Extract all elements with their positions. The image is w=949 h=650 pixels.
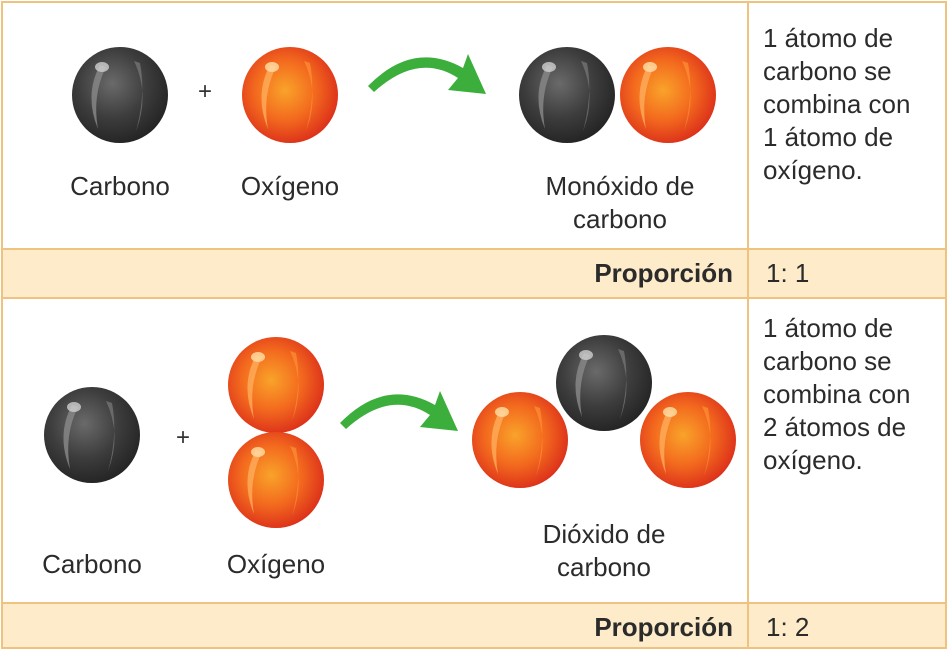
product-label: Dióxido de carbono [542, 519, 666, 582]
reaction-arrow [368, 54, 486, 94]
reactant-label-oxygen: Oxígeno [226, 549, 326, 579]
plus-sign: + [176, 424, 191, 451]
product-oxygen-atom [472, 392, 568, 488]
reactant-label-oxygen: Oxígeno [240, 171, 340, 201]
reaction-arrow [340, 391, 458, 431]
product-carbon-atom [519, 47, 615, 143]
row-divider [1, 602, 947, 604]
carbon-atom [44, 387, 140, 483]
oxygen-atom [228, 432, 324, 528]
reaction-description: 1 átomo de carbono se combina con 2 átom… [763, 313, 911, 475]
column-divider [747, 1, 749, 649]
carbon-atom [72, 47, 168, 143]
ratio-label: Proporción [594, 258, 733, 288]
product-oxygen-atom [640, 392, 736, 488]
row-divider [1, 248, 947, 250]
row-divider [1, 297, 947, 299]
ratio-band-1 [3, 250, 945, 297]
ratio-value: 1: 2 [766, 612, 810, 642]
ratio-value: 1: 1 [766, 258, 810, 288]
reactant-label-carbon: Carbono [70, 171, 170, 201]
reactant-label-carbon: Carbono [42, 549, 142, 579]
product-carbon-atom [556, 335, 652, 431]
reaction-description: 1 átomo de carbono se combina con 1 átom… [763, 23, 911, 185]
product-oxygen-atom [620, 47, 716, 143]
ratio-label: Proporción [594, 612, 733, 642]
oxygen-atom [228, 337, 324, 433]
oxygen-atom [242, 47, 338, 143]
plus-sign: + [198, 78, 213, 105]
ratio-band-2 [3, 604, 945, 648]
product-label: Monóxido de carbono [545, 171, 695, 234]
